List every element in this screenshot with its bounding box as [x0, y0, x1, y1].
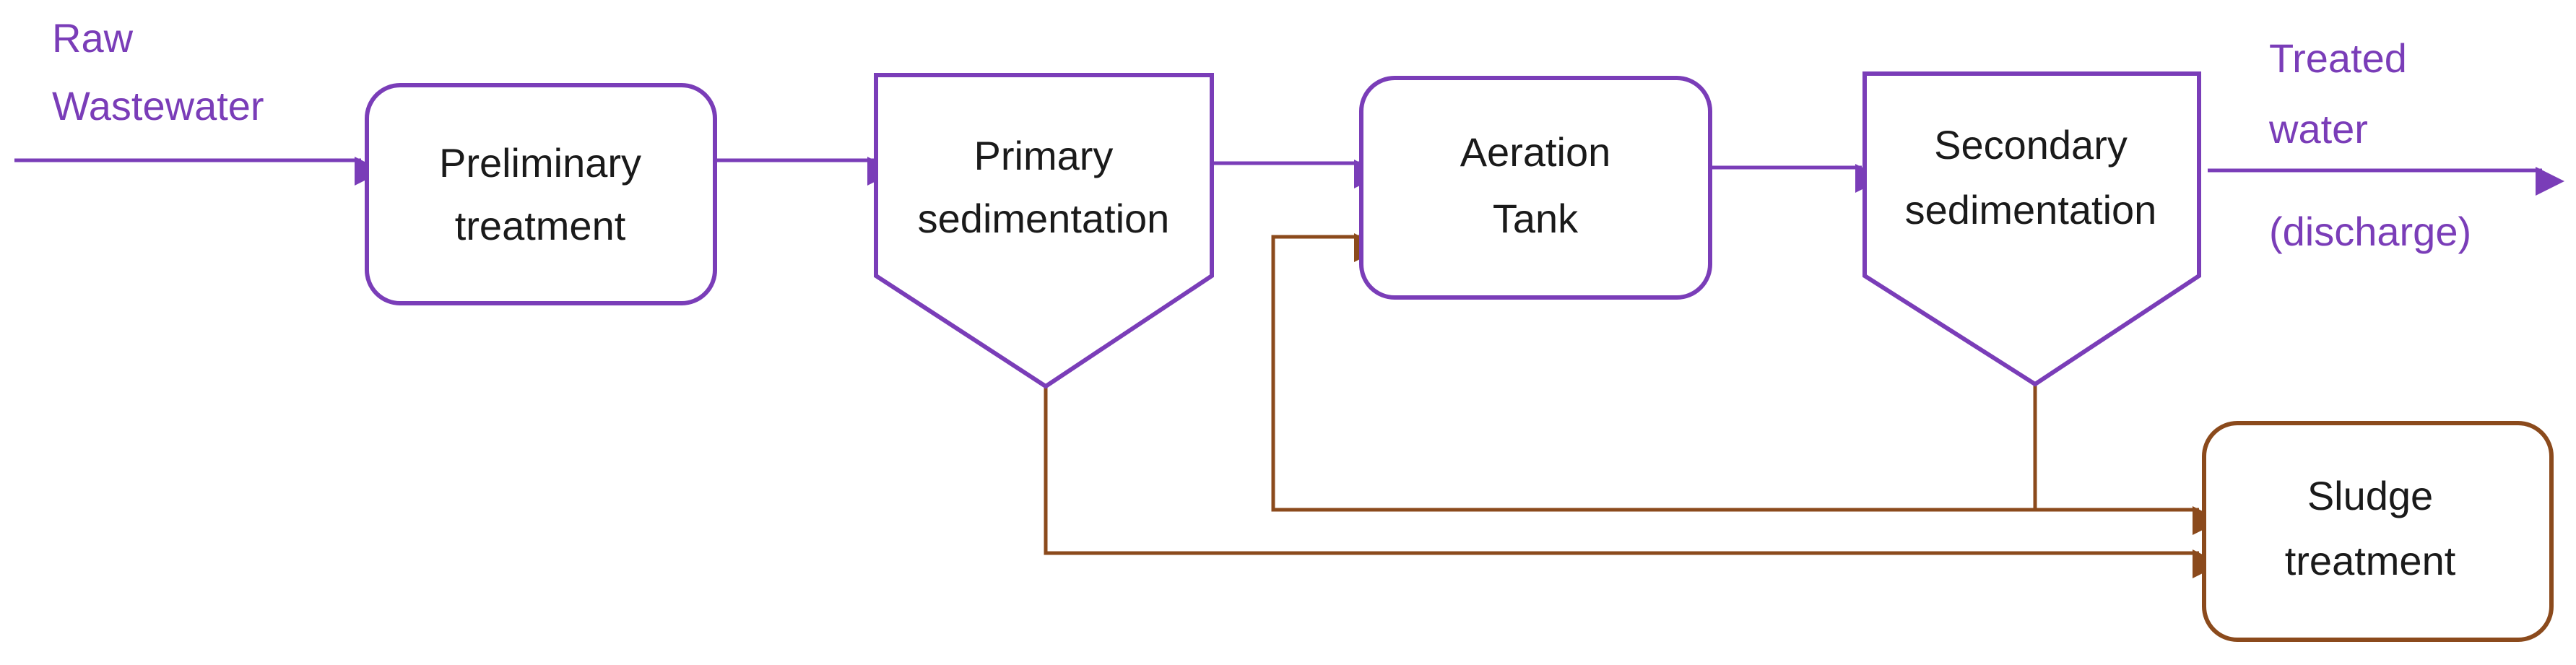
primary-sedimentation-label-line1: Primary: [974, 133, 1114, 178]
input-label: Raw Wastewater: [52, 15, 264, 129]
node-aeration-tank: Aeration Tank: [1359, 76, 1712, 300]
sludge-treatment-label-line2: treatment: [2285, 538, 2456, 583]
node-primary-sedimentation: Primary sedimentation: [874, 73, 1214, 389]
preliminary-treatment-label-line2: treatment: [455, 203, 626, 248]
node-preliminary-treatment: Preliminary treatment: [365, 83, 717, 305]
arrow-secondary-to-sludge: [2033, 384, 2221, 535]
arrow-primary-to-sludge: [1044, 386, 2221, 578]
aeration-tank-box: [1359, 76, 1712, 300]
node-sludge-treatment: Sludge treatment: [2202, 421, 2554, 642]
output-label-line3: (discharge): [2269, 209, 2471, 254]
preliminary-treatment-label-line1: Preliminary: [439, 140, 641, 186]
secondary-sedimentation-tank: [1862, 71, 2201, 387]
input-label-line1: Raw: [52, 15, 134, 61]
secondary-sedimentation-label-line1: Secondary: [1934, 122, 2128, 168]
arrow-return-sludge-to-aeration: [1271, 233, 2035, 512]
output-label: Treated water (discharge): [2268, 35, 2471, 254]
aeration-tank-label-line2: Tank: [1493, 196, 1579, 241]
sludge-treatment-box: [2202, 421, 2554, 642]
secondary-sedimentation-label-line2: sedimentation: [1905, 187, 2157, 232]
node-secondary-sedimentation: Secondary sedimentation: [1862, 71, 2201, 387]
sludge-treatment-label-line1: Sludge: [2307, 473, 2433, 518]
primary-sedimentation-label-line2: sedimentation: [918, 196, 1170, 241]
water-flow-arrows: [14, 157, 2564, 196]
output-label-line2: water: [2268, 106, 2368, 152]
output-label-line1: Treated: [2269, 35, 2407, 81]
aeration-tank-label-line1: Aeration: [1460, 129, 1611, 175]
sludge-flow-arrows: [1044, 233, 2221, 578]
primary-sedimentation-tank: [874, 73, 1214, 389]
preliminary-treatment-box: [365, 83, 717, 305]
input-label-line2: Wastewater: [52, 83, 264, 129]
